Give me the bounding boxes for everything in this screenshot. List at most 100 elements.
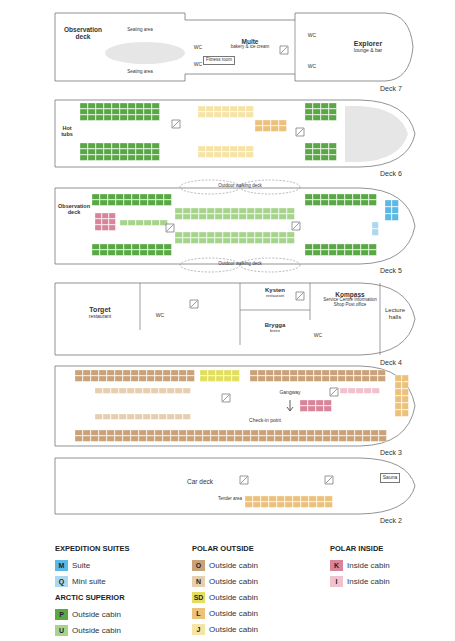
cabin-cell [291,430,298,435]
cabin-cell [361,250,368,255]
cabin-cell [208,376,215,381]
cabin-cell [139,436,146,441]
cabin-cell [109,213,115,218]
cabin-cell [227,430,234,435]
cabin-cell [223,238,230,243]
legend-text: Outside cabin [209,593,258,602]
cabin-cell [124,244,131,249]
cabin-cell [246,106,253,111]
open-deck [345,106,408,162]
cabin-cell [354,370,361,375]
cabin-cell [131,430,138,435]
cabin-cell [216,370,223,375]
cabin-cell [206,146,213,151]
cabin-cell [345,250,352,255]
cabin-cell [255,208,262,213]
cabin-cell [107,370,114,375]
cabin-cell [313,244,320,249]
cabin-cell [305,244,312,249]
cabin-cell [88,115,95,120]
cabin-cell [214,112,221,117]
cabin-cell [246,112,253,117]
cabin-cell [116,244,123,249]
room-name: Car deck [187,478,213,485]
legend-text: Outside cabin [72,626,121,635]
cabin-cell [251,430,258,435]
cabin-cell [337,244,344,249]
cabin-cell [155,436,162,441]
cabin-cell [247,238,254,243]
deck6-hull [55,100,415,167]
cabin-cell [300,406,307,411]
cabin-cell [379,430,386,435]
room-label: Seating area [127,28,153,33]
cabin-cell [187,376,194,381]
cabin-cell [163,436,170,441]
cabin-cell [107,436,114,441]
cabin-cell [230,146,237,151]
cabin-cell [361,244,368,249]
stair-icon [296,292,304,300]
room-name: Seating area [127,70,153,75]
stair-icon [292,222,300,230]
cabin-cell [337,194,344,199]
cabin-cell [316,406,323,411]
legend-text: Mini suite [72,577,106,586]
cabin-cell [88,155,95,160]
cabin-cell [271,238,278,243]
legend-swatch: P [55,609,68,620]
cabin-cell [104,115,111,120]
cabin-cell [339,436,346,441]
cabin-cell [111,388,118,393]
cabin-cell [279,232,286,237]
cabin-cell [120,103,127,108]
stair-icon [240,476,248,484]
cabin-cell [200,376,207,381]
cabin-cell [301,502,308,507]
cabin-cell [132,194,139,199]
cabin-cell [140,200,147,205]
cabin-cell [128,149,135,154]
cabin-cell [208,370,215,375]
cabin-cell [175,414,182,419]
cabin-cell [345,244,352,249]
room-subtitle: Service Centre Information Shop Post off… [322,298,378,308]
cabin-cell [223,232,230,237]
cabin-cell [163,370,170,375]
cabin-cell [266,376,273,381]
legend-text: Outside cabin [209,577,258,586]
cabin-cell [127,388,134,393]
cabin-cell [402,410,408,416]
cabin-cell [136,103,143,108]
cabin-cell [369,244,376,249]
cabin-cell [156,200,163,205]
cabin-cell [128,155,135,160]
cabin-cell [239,214,246,219]
deck5-hull [55,188,415,264]
cabin-cell [306,376,313,381]
cabin-cell [306,370,313,375]
cabin-cell [159,414,166,419]
room-label: Explorerlounge & bar [354,40,382,53]
cabin-cell [96,103,103,108]
stair-icon [190,300,198,308]
cabin-cell [255,232,262,237]
cabin-cell [88,109,95,114]
cabin-cell [361,200,368,205]
cabin-cell [279,120,286,125]
legend-text: Suite [72,561,90,570]
cabin-cell [143,414,150,419]
legend-heading: EXPEDITION SUITES [55,544,130,553]
cabin-cell [253,502,260,507]
cabin-cell [274,376,281,381]
cabin-cell [370,370,377,375]
room-name: WC [194,45,202,51]
room-name: Multe [231,38,270,45]
cabin-cell [379,436,386,441]
observation-area [105,42,185,64]
stair-icon [330,388,338,396]
cabin-cell [102,225,108,230]
cabin-cell [246,146,253,151]
cabin-cell [124,194,131,199]
cabin-cell [108,200,115,205]
